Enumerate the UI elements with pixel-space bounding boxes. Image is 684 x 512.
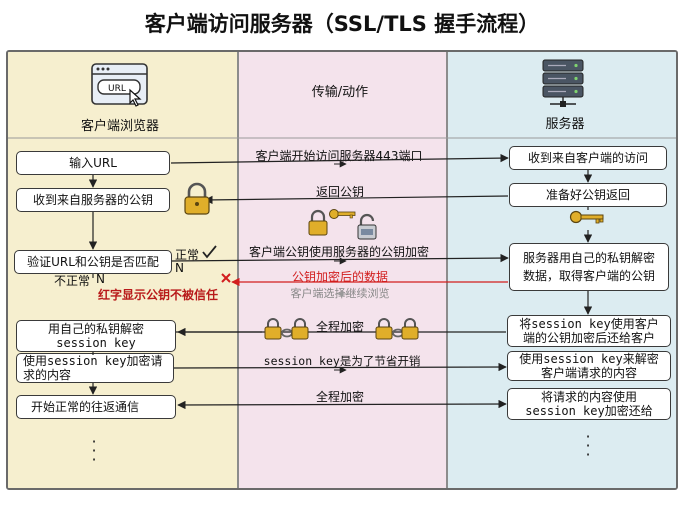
message-4-note: 客户端选择继续浏览 <box>290 287 390 300</box>
start-communication-step: 开始正常的往返通信 <box>16 395 176 419</box>
step-line: 使用session key加密请 <box>23 354 163 368</box>
decrypt-session-key-step: 用自己的私钥解密 session key <box>16 320 176 352</box>
input-url-step: 输入URL <box>16 151 170 175</box>
middle-lane-title: 传输/动作 <box>311 85 369 100</box>
message-5: 全程加密 <box>315 320 364 334</box>
branch-no-label: 不正常 <box>54 274 91 288</box>
server-decrypt-step: 服务器用自己的私钥解密 数据，取得客户端的公钥 <box>509 243 669 291</box>
branch-yes-letter: N <box>175 261 184 275</box>
untrusted-warning: 红字显示公钥不被信任 <box>98 288 219 302</box>
step-line: 使用session key来解密 <box>519 352 659 366</box>
decrypt-request-step: 使用session key来解密 客户端请求的内容 <box>507 351 671 381</box>
step-line: 端的公钥加密后还给客户 <box>522 331 655 345</box>
receive-public-key-step: 收到来自服务器的公钥 <box>16 188 170 212</box>
client-continuation-dots: ··· <box>91 432 97 469</box>
step-line: 数据，取得客户端的公钥 <box>522 269 655 283</box>
server-continuation-dots: ··· <box>585 427 591 464</box>
branch-no-letter: N <box>96 272 105 286</box>
receive-visit-step: 收到来自客户端的访问 <box>509 146 667 170</box>
step-line: 将session key使用客户 <box>519 317 659 331</box>
step-line: 将请求的内容使用 <box>540 390 637 404</box>
encrypt-request-step: 使用session key加密请 求的内容 <box>16 353 174 383</box>
return-content-step: 将请求的内容使用 session key加密还给 <box>507 388 671 420</box>
verify-url-key-step: 验证URL和公钥是否匹配 <box>14 250 172 274</box>
step-line: 客户端请求的内容 <box>540 366 637 380</box>
message-7: 全程加密 <box>315 390 364 404</box>
message-6: session key是为了节省开销 <box>263 354 421 368</box>
step-line: 服务器用自己的私钥解密 <box>522 251 655 265</box>
page-title: 客户端访问服务器（SSL/TLS 握手流程） <box>144 12 540 36</box>
message-1: 客户端开始访问服务器443端口 <box>255 149 423 163</box>
step-line: session key加密还给 <box>525 404 653 418</box>
message-4: 公钥加密后的数据 <box>291 270 388 284</box>
step-line: 用自己的私钥解密 <box>47 322 144 336</box>
message-3: 客户端公钥使用服务器的公钥加密 <box>248 245 429 259</box>
client-lane-title: 客户端浏览器 <box>80 119 159 134</box>
message-2: 返回公钥 <box>315 185 364 199</box>
middle-lane <box>237 52 448 488</box>
step-line: session key <box>56 336 136 350</box>
send-session-key-step: 将session key使用客户 端的公钥加密后还给客户 <box>507 315 671 347</box>
prepare-public-key-step: 准备好公钥返回 <box>509 183 667 207</box>
step-line: 求的内容 <box>23 368 72 382</box>
server-lane-title: 服务器 <box>545 117 585 132</box>
